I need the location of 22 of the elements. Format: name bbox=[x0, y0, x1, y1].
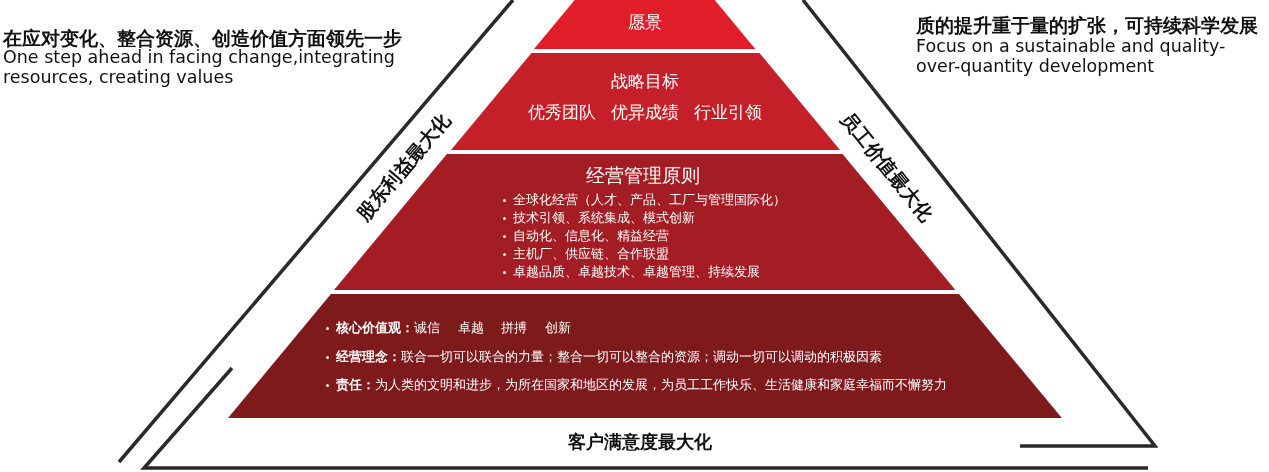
pyramid-tier bbox=[534, 0, 756, 49]
tier-title: 经营管理原则 bbox=[586, 165, 700, 187]
side-label: 股东利益最大化 bbox=[352, 109, 456, 225]
bullet-text: 技术引领、系统集成、模式创新 bbox=[513, 210, 695, 226]
base-label: 客户满意度最大化 bbox=[568, 431, 712, 453]
bullet-text: 核心价值观：诚信 卓越 拼搏 创新 bbox=[336, 320, 572, 336]
bullet-text: 全球化经营（人才、产品、工厂与管理国际化） bbox=[513, 192, 786, 208]
side-label: 员工价值最大化 bbox=[836, 108, 938, 226]
slogan-text: 质的提升重于量的扩张，可持续科学发展 bbox=[916, 14, 1258, 36]
slogan-text: 在应对变化、整合资源、创造价值方面领先一步 bbox=[3, 27, 402, 49]
pyramid-tier bbox=[228, 294, 1062, 418]
tier-text: 优秀团队 优异成绩 行业引领 bbox=[528, 103, 762, 123]
tier-title: 战略目标 bbox=[611, 72, 679, 92]
bullet-text: 主机厂、供应链、合作联盟 bbox=[513, 246, 669, 262]
translation-text: Focus on a sustainable and quality-over-quantity development bbox=[916, 36, 1227, 76]
bullet-text: 卓越品质、卓越技术、卓越管理、持续发展 bbox=[513, 264, 760, 280]
bullet-text: 经营理念：联合一切可以联合的力量；整合一切可以整合的资源；调动一切可以调动的积极因素 bbox=[336, 349, 882, 365]
bullet-text: 自动化、信息化、精益经营 bbox=[513, 228, 669, 244]
pyramid-tier bbox=[450, 53, 840, 150]
bullet-text: 责任：为人类的文明和进步，为所在国家和地区的发展，为员工工作快乐、生活健康和家庭幸福而不懈努力 bbox=[336, 377, 947, 393]
tier-title: 愿景 bbox=[628, 13, 662, 33]
translation-text: One step ahead in facing change,integrating resources, creating values bbox=[3, 47, 395, 87]
